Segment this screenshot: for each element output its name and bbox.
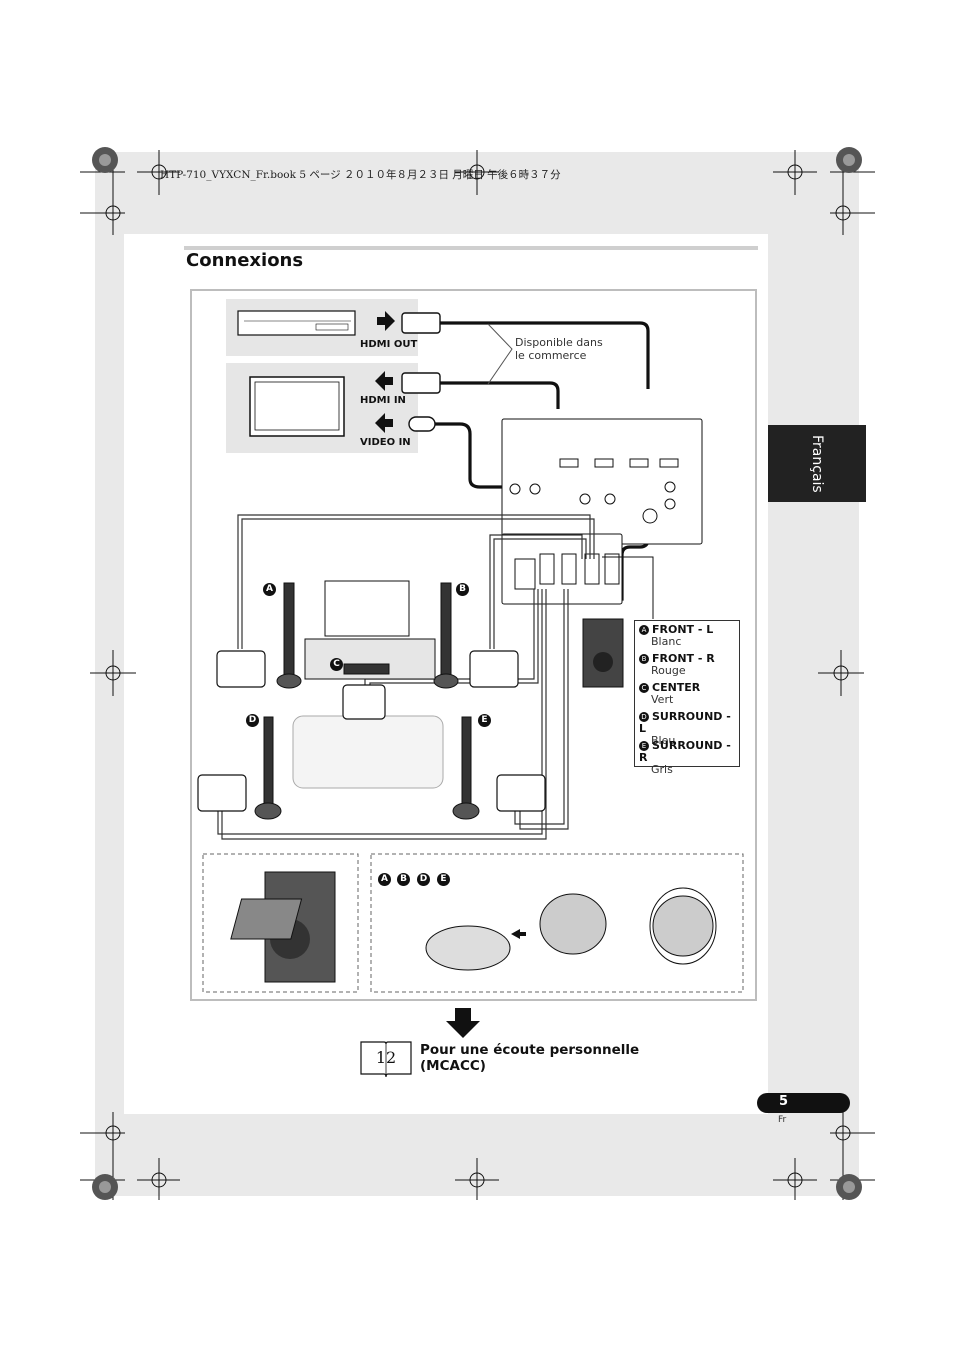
- page-title: Connexions: [186, 250, 304, 271]
- hdmi-plugs: [401, 312, 441, 432]
- tv-illustration: [249, 376, 345, 437]
- legend-key: A: [639, 625, 649, 635]
- legend-name: SURROUND - R: [639, 739, 731, 764]
- commerce-note-line1: Disponible dans: [515, 336, 603, 349]
- speaker-terminal-callouts: [197, 650, 546, 812]
- legend-color: Rouge: [651, 664, 686, 677]
- mcacc-reference-line2: (MCACC): [420, 1058, 486, 1074]
- wiring-illustration: [197, 311, 744, 993]
- commerce-note-line2: le commerce: [515, 349, 587, 362]
- foot-pad-illustrations: [230, 871, 717, 983]
- legend-color: Gris: [651, 763, 673, 776]
- video-in-label: VIDEO IN: [360, 437, 411, 448]
- bleed-right: [768, 234, 859, 1114]
- surround-speakers: [254, 716, 480, 820]
- placement-marker-a: A: [378, 873, 391, 886]
- living-room-tv: [304, 580, 436, 680]
- language-tab-label: Français: [809, 434, 825, 493]
- legend-key: C: [639, 683, 649, 693]
- legend-name: CENTER: [652, 681, 701, 694]
- bleed-left: [95, 234, 124, 1114]
- marker-surround-left: D: [246, 714, 259, 727]
- language-tab: Français: [768, 425, 866, 502]
- page-number-badge: [757, 1093, 850, 1113]
- title-rule: [184, 246, 758, 250]
- direction-arrows: [375, 311, 395, 433]
- legend-key: E: [639, 741, 649, 751]
- legend-color: Bleu: [651, 734, 676, 747]
- legend-color: Vert: [651, 693, 674, 706]
- file-header-line: HTP-710_VYXCN_Fr.book 5 ページ ２０１０年８月２３日 月…: [160, 169, 561, 181]
- subwoofer-illustration: [582, 618, 624, 688]
- book-icon: [360, 1041, 412, 1078]
- mcacc-reference[interactable]: Pour une écoute personnelle (MCACC): [420, 1042, 639, 1074]
- page-number: 5: [779, 1094, 789, 1109]
- placement-marker-e: E: [437, 873, 450, 886]
- front-speakers: [276, 582, 459, 689]
- legend-name: SURROUND - L: [639, 710, 731, 735]
- sofa-illustration: [292, 715, 444, 789]
- cables: [435, 321, 650, 601]
- marker-center: C: [330, 658, 343, 671]
- down-arrow-icon: [446, 1008, 480, 1038]
- legend-color: Blanc: [651, 635, 682, 648]
- hdmi-out-label: HDMI OUT: [360, 339, 418, 350]
- callout: [487, 323, 513, 385]
- speaker-wires: [217, 514, 595, 840]
- legend-name: FRONT - L: [652, 623, 714, 636]
- marker-front-left: A: [263, 583, 276, 596]
- source-devices: [226, 299, 418, 453]
- hdmi-in-label: HDMI IN: [360, 395, 406, 406]
- page-language-code: Fr: [778, 1115, 787, 1125]
- receiver-rear-panel: [501, 418, 703, 605]
- book-reference-icon[interactable]: 12: [360, 1040, 412, 1080]
- placement-marker-b: B: [397, 873, 410, 886]
- legend-key: B: [639, 654, 649, 664]
- mounting-instructions-panels: [202, 853, 744, 993]
- marker-front-right: B: [456, 583, 469, 596]
- placement-marker-d: D: [417, 873, 430, 886]
- page-reference-number: 12: [375, 1048, 397, 1067]
- marker-surround-right: E: [478, 714, 491, 727]
- legend-key: D: [639, 712, 649, 722]
- legend-name: FRONT - R: [652, 652, 715, 665]
- mcacc-reference-line1: Pour une écoute personnelle: [420, 1042, 640, 1058]
- bluray-player-illustration: [237, 310, 356, 336]
- commerce-note: Disponible dans le commerce: [515, 336, 603, 362]
